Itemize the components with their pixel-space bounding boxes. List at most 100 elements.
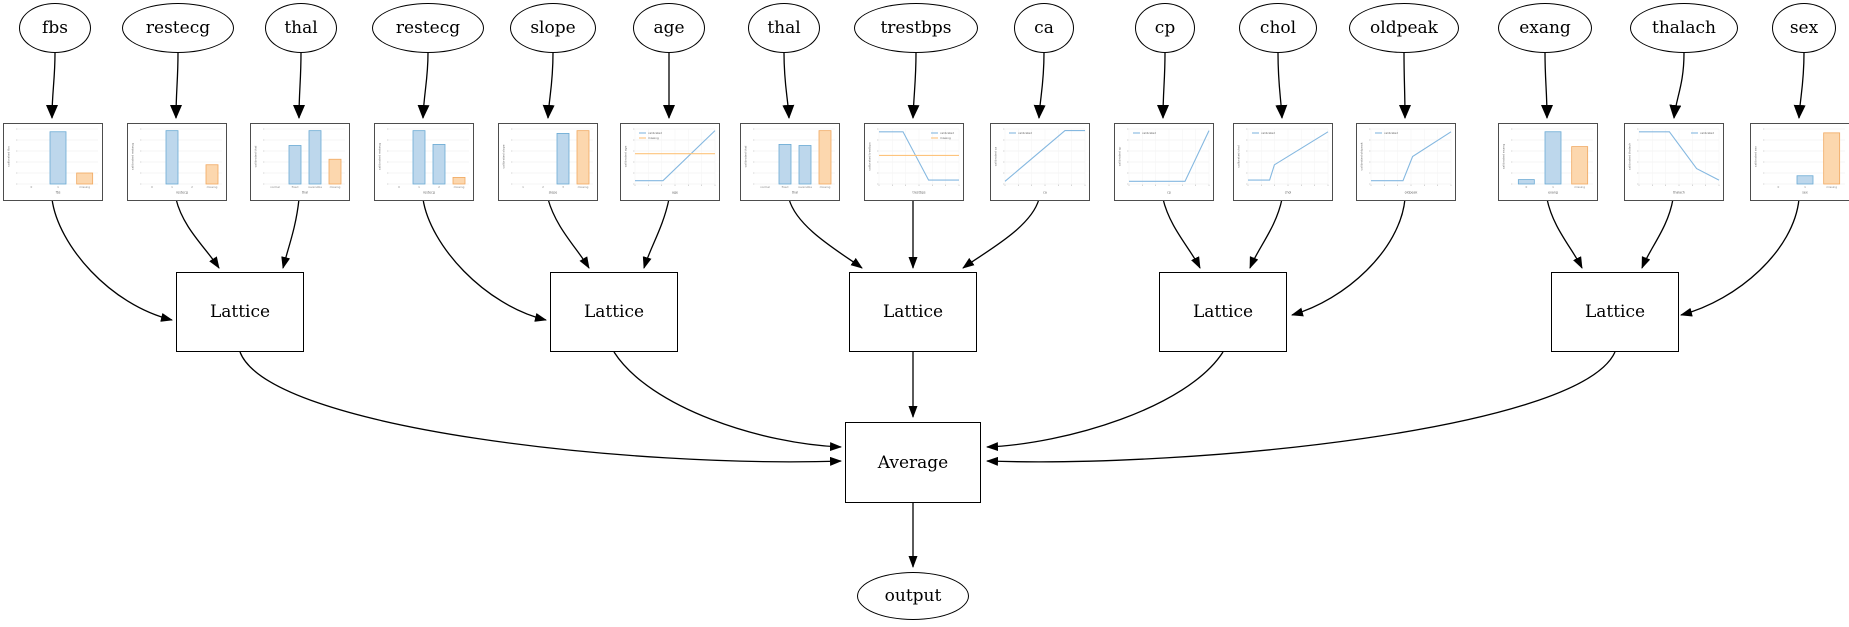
svg-text:reversible: reversible (798, 185, 812, 189)
svg-text:thal: thal (302, 191, 308, 195)
feature-label: sex (1789, 18, 1819, 38)
edge-chart-cp-to-lattice4 (1162, 198, 1201, 269)
feature-node-thalach: thalach (1630, 3, 1738, 53)
svg-text:normal: normal (760, 185, 770, 189)
svg-text:missing: missing (1574, 185, 1585, 189)
svg-text:calibrated: calibrated (940, 131, 954, 135)
lattice-node-3: Lattice (849, 272, 977, 352)
average-node: Average (845, 422, 981, 503)
svg-text:calibrated chol: calibrated chol (1237, 145, 1241, 167)
edge-ca-to-chart (1033, 52, 1046, 119)
lattice-node-4: Lattice (1159, 272, 1287, 352)
edge-chart-restecg2-to-lattice2 (422, 198, 547, 322)
svg-text:missing: missing (454, 185, 465, 189)
svg-text:reversible: reversible (308, 185, 322, 189)
edge-chart-age-to-lattice2 (642, 198, 670, 269)
edge-chart-thal-to-lattice1 (281, 198, 300, 269)
svg-text:missing: missing (578, 185, 589, 189)
edge-chart-exang-to-lattice5 (1546, 198, 1583, 269)
feature-node-oldpeak: oldpeak (1349, 3, 1459, 53)
svg-text:missing: missing (820, 185, 831, 189)
svg-text:3: 3 (562, 185, 564, 189)
svg-text:1: 1 (522, 185, 524, 189)
lattice-label: Lattice (209, 302, 271, 322)
edge-slope-to-chart (542, 52, 555, 119)
svg-text:calibrated: calibrated (1142, 131, 1156, 135)
feature-node-age: age (633, 3, 705, 53)
svg-text:calibrated: calibrated (1384, 131, 1398, 135)
feature-label: restecg (145, 18, 211, 38)
edge-sex-to-chart (1793, 52, 1806, 119)
feature-label: chol (1259, 18, 1297, 38)
feature-node-trestbps: trestbps (854, 3, 978, 53)
svg-text:calibrated: calibrated (648, 131, 662, 135)
svg-text:missing: missing (648, 136, 659, 140)
feature-label: thal (767, 18, 801, 38)
svg-text:calibrated cp: calibrated cp (1118, 147, 1122, 167)
feature-node-restecg-2: restecg (372, 3, 484, 53)
svg-text:missing: missing (330, 185, 341, 189)
svg-text:2: 2 (542, 185, 544, 189)
svg-text:ca: ca (1043, 191, 1047, 195)
svg-text:2: 2 (438, 185, 440, 189)
svg-text:0: 0 (398, 185, 400, 189)
svg-text:missing: missing (79, 185, 90, 189)
edge-lattice4-to-average (986, 351, 1224, 452)
svg-text:0: 0 (30, 185, 32, 189)
feature-node-thal: thal (265, 3, 337, 53)
edge-restecg-to-chart (170, 52, 183, 119)
svg-text:restecg: restecg (423, 191, 435, 195)
feature-node-ca: ca (1014, 3, 1074, 53)
svg-text:missing: missing (1826, 185, 1837, 189)
edge-lattice1-to-average (239, 351, 842, 466)
svg-text:calibrated: calibrated (1700, 131, 1714, 135)
svg-text:calibrated oldpeak: calibrated oldpeak (1360, 142, 1364, 170)
edge-thalach-to-chart (1669, 52, 1685, 119)
lattice-label: Lattice (583, 302, 645, 322)
feature-label: thal (284, 18, 318, 38)
svg-text:calibrated fbs: calibrated fbs (7, 146, 11, 167)
svg-text:fixed: fixed (292, 185, 299, 189)
svg-text:calibrated restecg: calibrated restecg (378, 143, 382, 170)
feature-node-slope: slope (510, 3, 596, 53)
svg-text:calibrated slope: calibrated slope (502, 144, 506, 168)
lattice-label: Lattice (882, 302, 944, 322)
svg-text:exang: exang (1548, 191, 1558, 195)
svg-text:age: age (672, 191, 678, 195)
feature-label: age (653, 18, 685, 38)
svg-text:trestbps: trestbps (912, 191, 925, 195)
svg-text:calibrated restecg: calibrated restecg (131, 143, 135, 170)
svg-text:calibrated thalach: calibrated thalach (1628, 143, 1632, 170)
feature-label: ca (1034, 18, 1054, 38)
edge-exang-to-chart (1540, 52, 1553, 119)
output-node: output (857, 572, 969, 620)
edge-trestbps-to-chart (907, 52, 920, 119)
edge-chart-restecg-to-lattice1 (175, 198, 220, 269)
svg-text:slope: slope (549, 191, 558, 195)
feature-label: exang (1519, 18, 1571, 38)
svg-text:0: 0 (1525, 185, 1527, 189)
lattice-node-5: Lattice (1551, 272, 1679, 352)
feature-label: slope (530, 18, 576, 38)
svg-text:2: 2 (191, 185, 193, 189)
feature-label: fbs (42, 18, 68, 38)
average-label: Average (877, 452, 949, 473)
feature-label: trestbps (880, 18, 952, 38)
edge-oldpeak-to-chart (1398, 52, 1411, 119)
edge-chart-chol-to-lattice4 (1249, 198, 1283, 269)
svg-text:chol: chol (1285, 191, 1292, 195)
svg-text:1: 1 (1804, 185, 1806, 189)
edge-chart-fbs-to-lattice1 (51, 198, 173, 322)
edge-chart-ca-to-lattice3 (962, 198, 1040, 269)
svg-text:calibrated ca: calibrated ca (994, 147, 998, 167)
lattice-node-1: Lattice (176, 272, 304, 352)
